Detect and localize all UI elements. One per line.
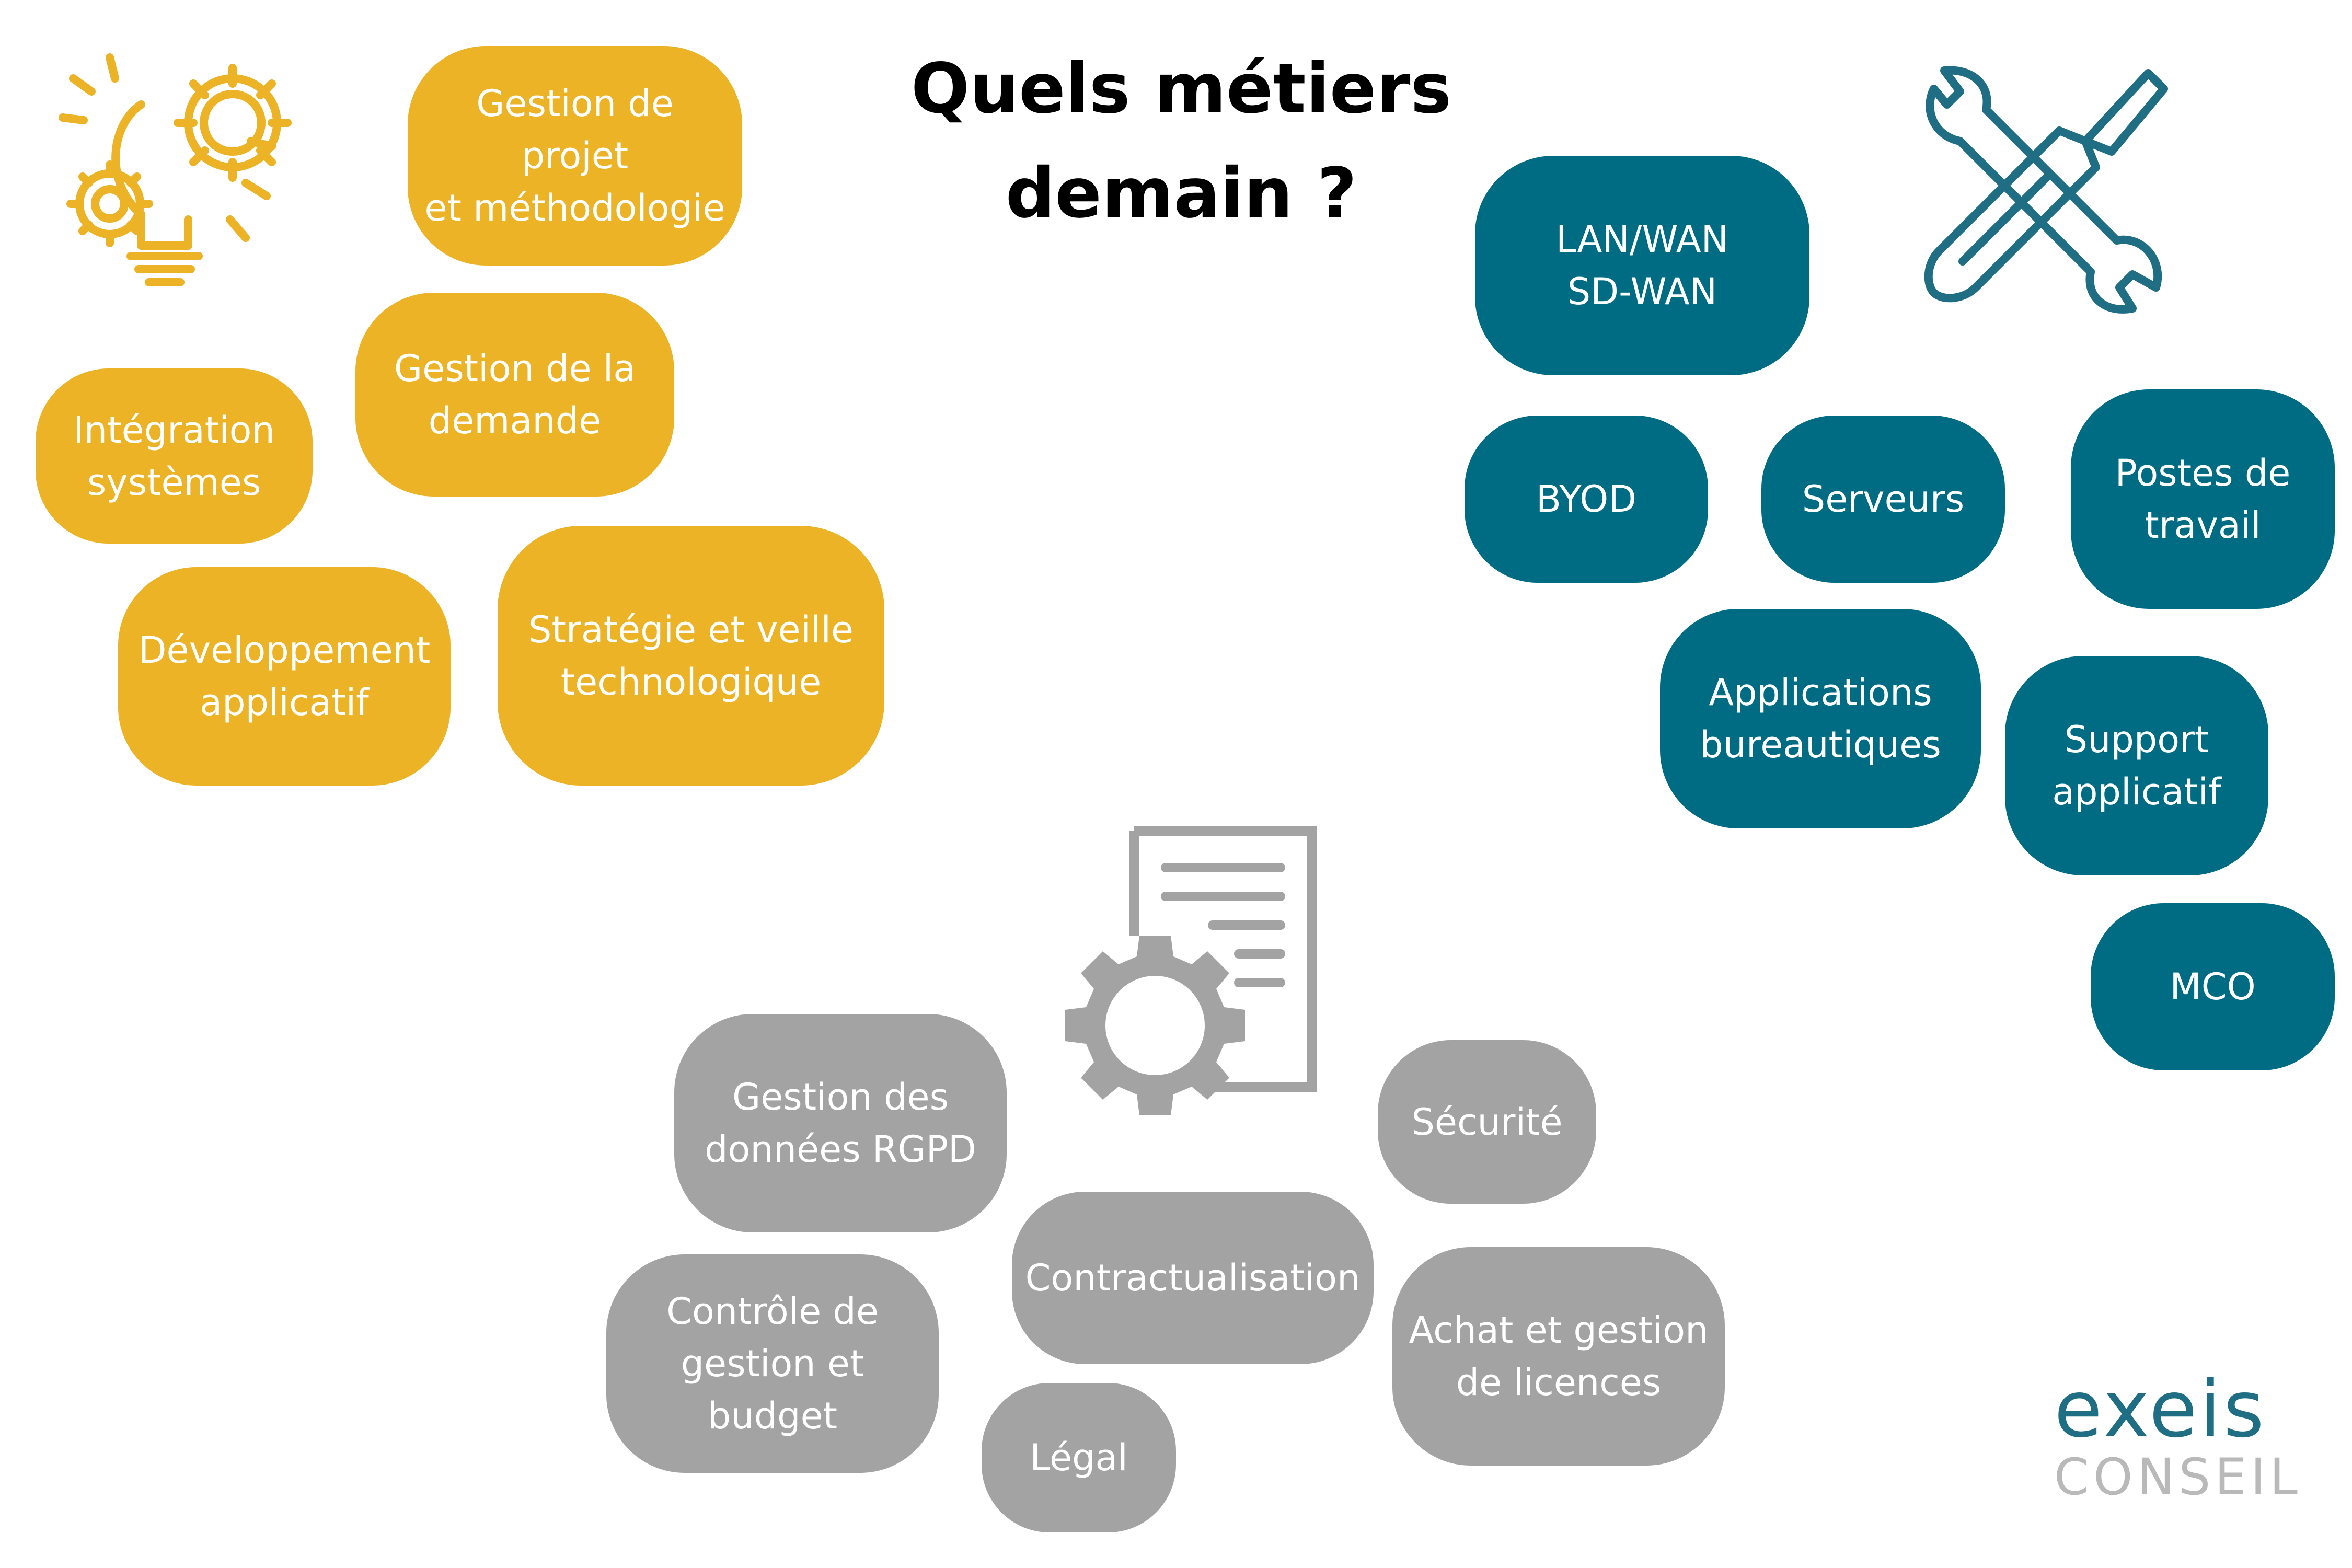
pill-gestion-donnees-rgpd: Gestion des données RGPD (674, 1014, 1007, 1232)
pill-gestion-de-projet: Gestion de projet et méthodologie (408, 46, 742, 266)
pill-strategie-veille: Stratégie et veille technologique (498, 526, 884, 786)
title-line-2: demain ? (1005, 153, 1357, 234)
exeis-conseil-logo: exeis CONSEIL (2054, 1364, 2305, 1521)
page-title: Quels métiers demain ? (852, 37, 1511, 246)
pill-serveurs: Serveurs (1761, 416, 2005, 583)
logo-bottom-text: CONSEIL (2054, 1448, 2302, 1506)
document-gear-icon (1065, 826, 1317, 1115)
pill-integration-systemes: Intégration systèmes (36, 368, 313, 544)
pill-lan-wan: LAN/WAN SD-WAN (1475, 156, 1809, 375)
logo-top-text: exeis (2054, 1364, 2266, 1455)
pill-achat-gestion-licences: Achat et gestion de licences (1392, 1247, 1725, 1466)
pill-support-applicatif: Support applicatif (2005, 656, 2268, 875)
wrench-screwdriver-icon (1924, 66, 2168, 314)
pill-legal: Légal (982, 1383, 1176, 1532)
title-line-1: Quels métiers (910, 49, 1452, 129)
pill-byod: BYOD (1465, 416, 1708, 583)
pill-securite: Sécurité (1378, 1040, 1596, 1204)
pill-developpement-applicatif: Développement applicatif (118, 567, 451, 786)
pill-applications-bureautiques: Applications bureautiques (1660, 609, 1981, 828)
pill-contractualisation: Contractualisation (1012, 1192, 1374, 1364)
pill-mco: MCO (2091, 903, 2335, 1070)
pill-controle-gestion-budget: Contrôle de gestion et budget (606, 1254, 939, 1473)
pill-gestion-de-la-demande: Gestion de la demande (355, 293, 674, 497)
lightbulb-gears-icon (59, 53, 292, 286)
pill-postes-de-travail: Postes de travail (2071, 389, 2335, 609)
